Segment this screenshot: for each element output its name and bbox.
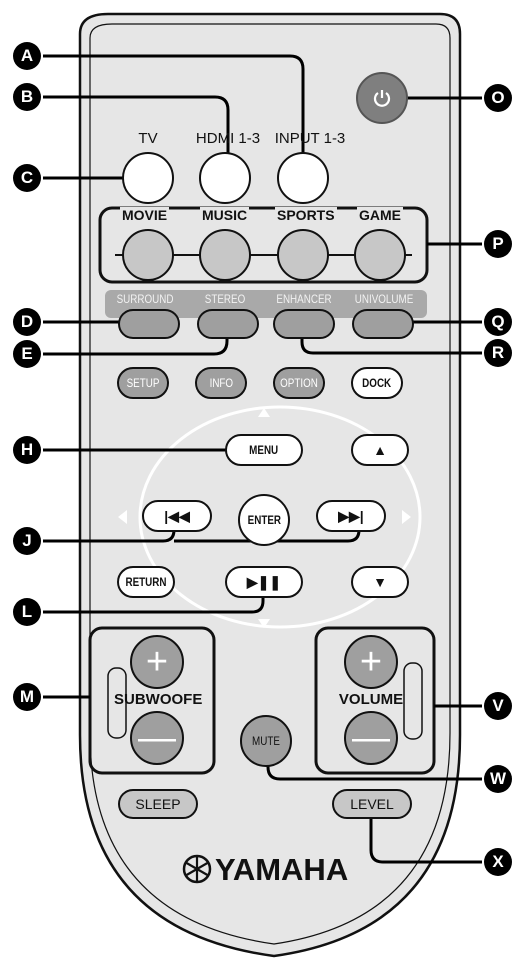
nav-arrow-up — [258, 408, 270, 417]
subwoofer-minus-button[interactable]: — — [130, 711, 184, 765]
callout-h: H — [13, 436, 41, 464]
cursor-down-button[interactable]: ▼ — [351, 566, 409, 598]
play-pause-button[interactable]: ▶❚❚ — [225, 566, 303, 598]
info-button[interactable]: INFO — [195, 367, 247, 399]
callout-e: E — [13, 340, 41, 368]
volume-plus-button[interactable]: + — [344, 635, 398, 689]
enter-button[interactable]: ENTER — [238, 494, 290, 546]
callout-c: C — [13, 164, 41, 192]
level-label: LEVEL — [350, 796, 394, 812]
yamaha-tuning-fork-logo — [182, 854, 212, 884]
surround-label: SURROUND — [116, 292, 174, 306]
skip-next-button[interactable]: ▶▶| — [316, 500, 386, 532]
return-label: RETURN — [125, 575, 167, 589]
callout-l: L — [13, 598, 41, 626]
hdmi-label: HDMI 1-3 — [195, 130, 261, 147]
enhancer-button[interactable] — [273, 309, 335, 339]
plus-icon: + — [359, 641, 383, 683]
level-button[interactable]: LEVEL — [332, 789, 412, 819]
effect-buttons-band — [105, 290, 427, 318]
callout-q: Q — [484, 308, 512, 336]
minus-icon: — — [138, 717, 176, 759]
cursor-up-button[interactable]: ▲ — [351, 434, 409, 466]
callout-b: B — [13, 83, 41, 111]
mute-label: MUTE — [252, 734, 280, 748]
callout-o: O — [484, 84, 512, 112]
tv-button[interactable] — [122, 152, 174, 204]
minus-icon: — — [352, 717, 390, 759]
callout-m: M — [13, 683, 41, 711]
skip-next-icon: ▶▶| — [338, 507, 364, 524]
enter-label: ENTER — [247, 513, 281, 527]
triangle-down-icon: ▼ — [373, 574, 387, 590]
brand-name: YAMAHA — [215, 852, 349, 887]
stereo-button[interactable] — [197, 309, 259, 339]
callout-r: R — [484, 339, 512, 367]
callout-v: V — [484, 692, 512, 720]
music-label: MUSIC — [200, 207, 250, 223]
option-button[interactable]: OPTION — [273, 367, 325, 399]
movie-button[interactable] — [122, 229, 174, 281]
subwoofer-frame — [88, 626, 216, 775]
nav-arrow-right — [402, 510, 411, 524]
univolume-label: UNIVOLUME — [354, 292, 414, 306]
nav-arrow-down — [258, 619, 270, 628]
power-button[interactable] — [356, 72, 408, 124]
volume-frame — [314, 626, 436, 775]
music-button[interactable] — [199, 229, 251, 281]
volume-minus-button[interactable]: — — [344, 711, 398, 765]
info-label: INFO — [209, 376, 233, 390]
hdmi-button[interactable] — [199, 152, 251, 204]
game-label: GAME — [357, 207, 403, 223]
setup-button[interactable]: SETUP — [117, 367, 169, 399]
power-icon — [373, 90, 391, 107]
triangle-up-icon: ▲ — [373, 442, 387, 458]
option-label: OPTION — [280, 376, 318, 390]
sleep-button[interactable]: SLEEP — [118, 789, 198, 819]
mute-button[interactable]: MUTE — [240, 715, 292, 767]
menu-button[interactable]: MENU — [225, 434, 303, 466]
callout-j: J — [13, 527, 41, 555]
game-button[interactable] — [354, 229, 406, 281]
dock-button[interactable]: DOCK — [351, 367, 403, 399]
volume-label: VOLUME — [338, 691, 404, 708]
sports-button[interactable] — [277, 229, 329, 281]
stereo-label: STEREO — [204, 292, 246, 306]
dock-label: DOCK — [362, 376, 392, 390]
sports-label: SPORTS — [275, 207, 337, 223]
movie-label: MOVIE — [120, 207, 170, 223]
tv-label: TV — [138, 130, 158, 147]
callout-x: X — [484, 848, 512, 876]
univolume-button[interactable] — [352, 309, 414, 339]
sleep-label: SLEEP — [135, 796, 181, 812]
surround-button[interactable] — [118, 309, 180, 339]
input-label: INPUT 1-3 — [274, 130, 346, 147]
nav-ring — [138, 405, 422, 629]
plus-icon: + — [145, 641, 169, 683]
subwoofer-plus-button[interactable]: + — [130, 635, 184, 689]
callout-d: D — [13, 308, 41, 336]
menu-label: MENU — [249, 443, 279, 457]
callout-p: P — [484, 230, 512, 258]
play-pause-icon: ▶❚❚ — [246, 573, 282, 590]
callout-w: W — [484, 765, 512, 793]
skip-previous-icon: |◀◀ — [164, 507, 190, 524]
skip-previous-button[interactable]: |◀◀ — [142, 500, 212, 532]
return-button[interactable]: RETURN — [117, 566, 175, 598]
input-button[interactable] — [277, 152, 329, 204]
enhancer-label: ENHANCER — [276, 292, 332, 306]
callout-a: A — [13, 42, 41, 70]
subwoofer-label: SUBWOOFER — [114, 691, 202, 708]
nav-arrow-left — [118, 510, 127, 524]
setup-label: SETUP — [126, 376, 160, 390]
